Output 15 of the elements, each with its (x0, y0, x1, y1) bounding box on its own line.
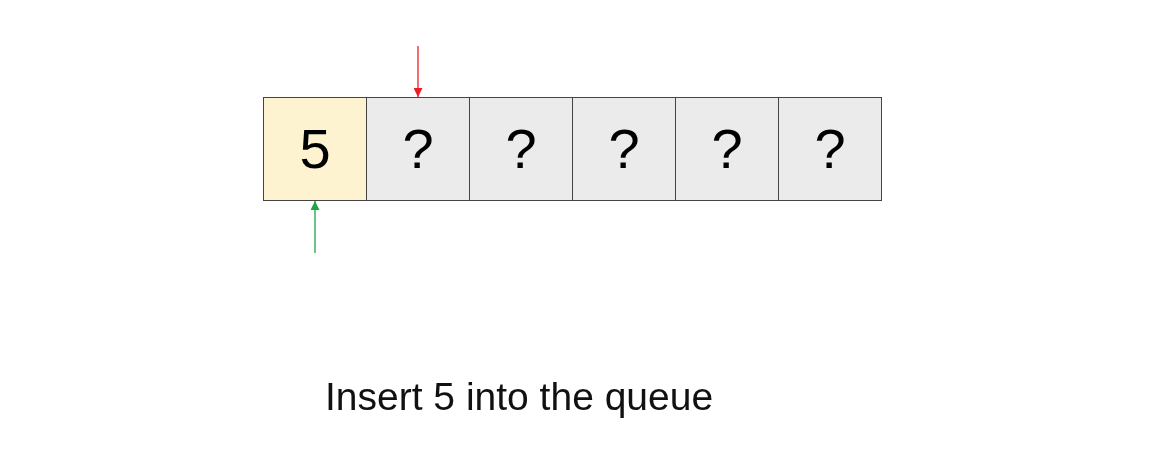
arrow (413, 45, 423, 98)
cell-value: ? (608, 121, 640, 177)
cell-value: ? (814, 121, 846, 177)
queue-cell (675, 97, 779, 201)
queue-cell (572, 97, 676, 201)
cell-value: ? (711, 121, 743, 177)
arrow (310, 200, 320, 254)
cell-value: ? (505, 121, 537, 177)
queue-cell (366, 97, 470, 201)
cell-value: 5 (299, 121, 331, 177)
queue-cell (263, 97, 367, 201)
queue-cell (469, 97, 573, 201)
cell-value: ? (402, 121, 434, 177)
queue-cell (778, 97, 882, 201)
caption: Insert 5 into the queue (325, 375, 714, 420)
